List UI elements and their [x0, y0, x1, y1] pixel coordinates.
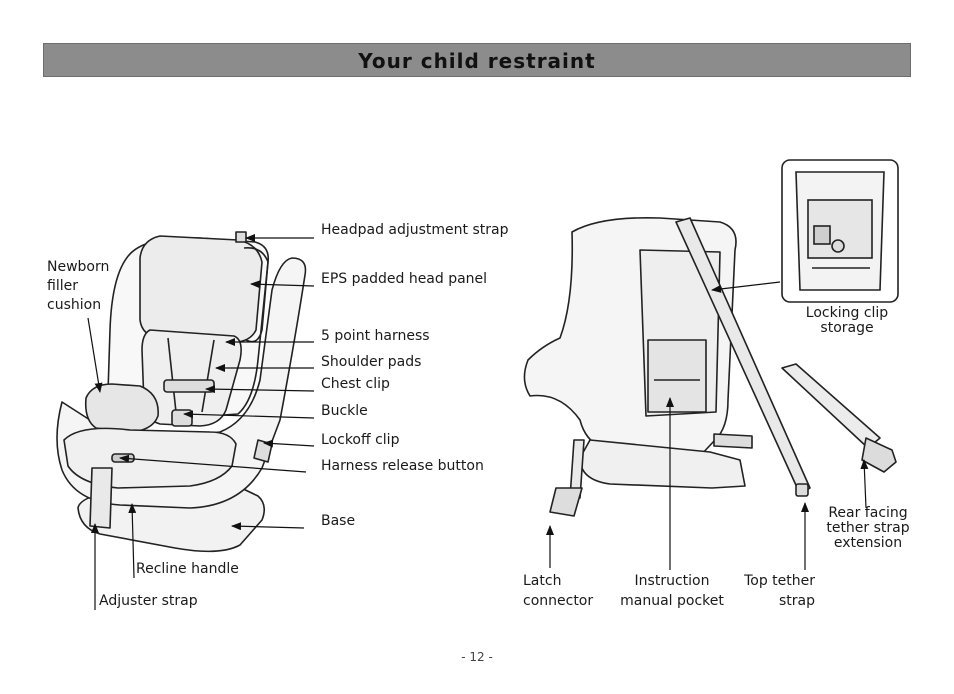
label-lockoff-clip: Lockoff clip: [321, 432, 400, 448]
label-rear-facing-line2: tether strap: [826, 520, 910, 536]
label-shoulder-pads: Shoulder pads: [321, 354, 422, 370]
label-newborn-line2: filler: [47, 278, 78, 294]
label-top-tether-line2: strap: [778, 593, 815, 609]
label-locking-clip-line1: Locking clip: [805, 305, 889, 321]
label-instruction-line1: Instruction: [634, 573, 710, 589]
label-latch-line1: Latch: [523, 573, 562, 589]
car-seat-rear-illustration: [523, 216, 811, 517]
label-eps-padded-head-panel: EPS padded head panel: [321, 271, 488, 287]
page-title: Your child restraint: [358, 49, 596, 73]
label-newborn-filler-cushion: Newborn filler cushion: [47, 258, 109, 315]
label-rear-facing-tether-strap-extension: Rear facing tether strap extension: [818, 506, 918, 551]
locking-clip-storage-inset: [781, 159, 899, 303]
label-locking-clip-line2: storage: [820, 320, 874, 336]
rear-facing-tether-illustration: [781, 363, 897, 473]
label-top-tether-strap: Top tether strap: [728, 571, 815, 611]
label-base: Base: [321, 513, 356, 529]
label-rear-facing-line1: Rear facing: [828, 505, 908, 521]
label-latch-connector: Latch connector: [523, 571, 593, 611]
label-instruction-line2: manual pocket: [620, 593, 724, 609]
label-newborn-line1: Newborn: [47, 259, 110, 275]
label-5-point-harness: 5 point harness: [321, 328, 430, 344]
label-chest-clip: Chest clip: [321, 376, 390, 392]
label-rear-facing-line3: extension: [833, 535, 903, 551]
label-locking-clip-storage: Locking clip storage: [797, 306, 897, 336]
label-instruction-manual-pocket: Instruction manual pocket: [616, 571, 728, 611]
label-adjuster-strap: Adjuster strap: [99, 593, 198, 609]
label-buckle: Buckle: [321, 403, 368, 419]
page-number: - 12 -: [461, 650, 493, 664]
label-top-tether-line1: Top tether: [744, 573, 815, 589]
label-latch-line2: connector: [523, 593, 594, 609]
left-leader-lines: [87, 234, 315, 610]
label-harness-release-button: Harness release button: [321, 458, 484, 474]
section-header-bar: Your child restraint: [43, 43, 911, 77]
right-leader-lines: [546, 281, 869, 570]
label-recline-handle: Recline handle: [136, 561, 239, 577]
car-seat-front-illustration: [56, 231, 307, 553]
label-headpad-adjustment-strap: Headpad adjustment strap: [321, 222, 509, 238]
label-newborn-line3: cushion: [47, 297, 102, 313]
